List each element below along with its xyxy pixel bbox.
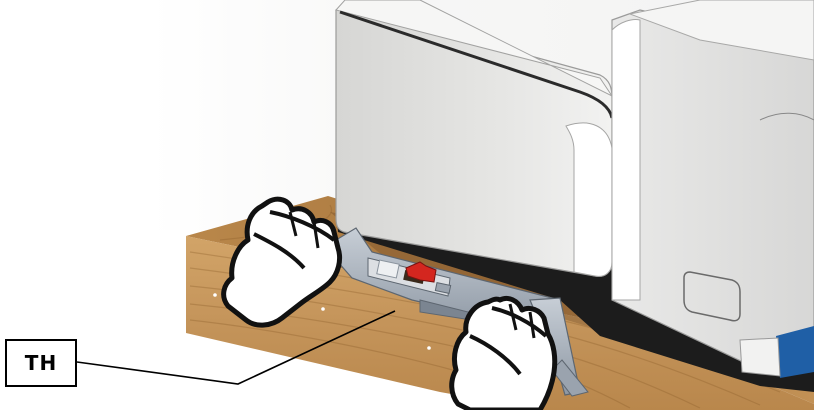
callout-label-th: TH <box>5 339 77 387</box>
hand-icon <box>452 298 555 410</box>
